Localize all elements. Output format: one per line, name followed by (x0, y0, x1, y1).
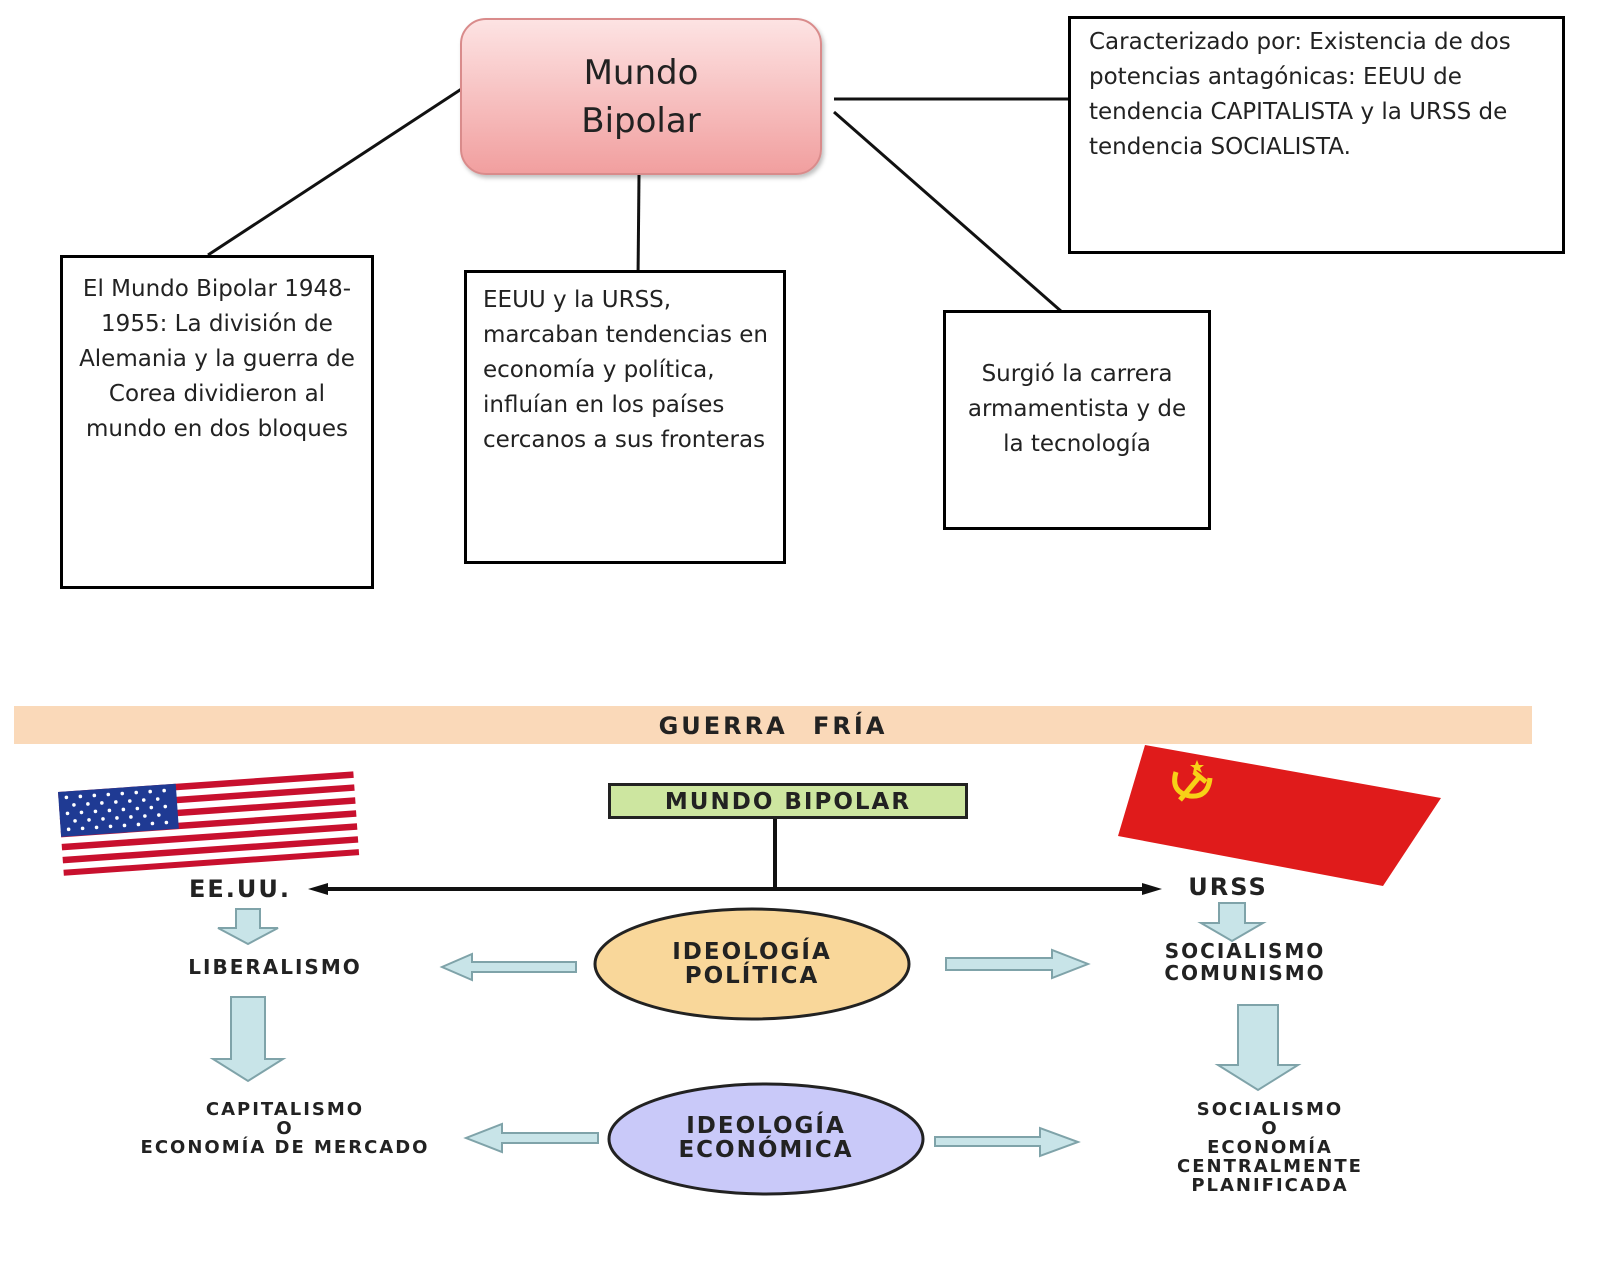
arms-race-text: Surgió la carrera armamentista y de la t… (967, 361, 1187, 457)
ussr-label: URSS (1188, 873, 1268, 901)
comunismo-line: COMUNISMO (1164, 961, 1326, 985)
arrow-economic-to-left (463, 1122, 599, 1154)
hammer-sickle-icon (1172, 770, 1213, 802)
ideologia-politica-text: IDEOLOGÍA POLÍTICA (672, 939, 832, 989)
arrow-political-to-right (945, 948, 1091, 980)
arrow-political-to-left (439, 952, 577, 982)
ussr-flag-icon (1118, 745, 1441, 886)
arrow-right-head-ussr (1142, 883, 1162, 895)
ideologia-politica-ellipse (593, 907, 911, 1021)
ideologia-economica-text: IDEOLOGÍA ECONÓMICA (678, 1113, 854, 1163)
arrow-economic-to-right (934, 1126, 1081, 1158)
centralmente-line: CENTRALMENTE (1177, 1156, 1363, 1177)
characterized-box: Caracterizado por: Existencia de dos pot… (1068, 16, 1565, 254)
arms-race-box: Surgió la carrera armamentista y de la t… (943, 310, 1211, 530)
capitalismo-line: CAPITALISMO (205, 1099, 365, 1120)
socialismo-line: SOCIALISMO (1164, 939, 1326, 963)
usa-flag-canton (58, 783, 179, 837)
socialismo-econ-line: SOCIALISMO (1196, 1099, 1344, 1120)
economia-mercado-line: ECONOMÍA DE MERCADO (140, 1137, 430, 1158)
ideologia-politica-label: IDEOLOGÍA POLÍTICA (612, 940, 892, 988)
connector-root-to-1948-box (207, 86, 464, 257)
economia-line: ECONOMÍA (1207, 1137, 1333, 1158)
mundo-bipolar-root-node: Mundo Bipolar (460, 18, 822, 175)
planificada-line: PLANIFICADA (1191, 1175, 1349, 1196)
connector-root-to-influence-box (636, 174, 641, 281)
bipolar-connector (318, 819, 1150, 891)
arrow-comunismo-to-economia (1214, 1004, 1302, 1092)
arrow-ussr-to-socialismo (1197, 902, 1267, 943)
mundo-bipolar-center-box: MUNDO BIPOLAR (608, 783, 968, 819)
connector-root-to-race-box (833, 110, 1063, 314)
ussr-flag-field (1118, 745, 1441, 886)
usa-label: EE.UU. (189, 875, 291, 903)
liberalismo-label: LIBERALISMO (188, 955, 362, 979)
socialismo-o-line: O (1261, 1118, 1279, 1139)
ideologia-economica-label: IDEOLOGÍA ECONÓMICA (626, 1114, 906, 1162)
socialismo-economia-label: SOCIALISMO O ECONOMÍA CENTRALMENTE PLANI… (1130, 1100, 1410, 1195)
socialismo-comunismo-label: SOCIALISMO COMUNISMO (1130, 940, 1360, 984)
influence-text: EEUU y la URSS, marcaban tendencias en e… (483, 287, 768, 453)
root-label: Mundo Bipolar (581, 52, 701, 141)
bipolar-1948-box: El Mundo Bipolar 1948-1955: La división … (60, 255, 374, 589)
influence-box: EEUU y la URSS, marcaban tendencias en e… (464, 270, 786, 564)
arrow-liberalismo-to-capitalismo (209, 996, 287, 1083)
banner-title: GUERRA FRÍA (658, 712, 888, 740)
ussr-flag-star (1190, 760, 1204, 773)
center-box-label: MUNDO BIPOLAR (664, 789, 912, 815)
usa-flag-icon (58, 771, 360, 876)
capitalismo-label: CAPITALISMO O ECONOMÍA DE MERCADO (92, 1100, 478, 1157)
arrow-usa-to-liberalismo (217, 908, 279, 946)
block-arrows (209, 902, 1302, 1158)
bipolar-1948-text: El Mundo Bipolar 1948-1955: La división … (79, 276, 355, 442)
characterized-text: Caracterizado por: Existencia de dos pot… (1089, 29, 1511, 160)
arrow-left-head-usa (308, 883, 328, 895)
guerra-fria-banner: GUERRA FRÍA (14, 706, 1532, 744)
usa-flag-stars (64, 788, 169, 832)
top-connectors (207, 86, 1068, 314)
capitalismo-o-line: O (276, 1118, 294, 1139)
ideologia-economica-ellipse (607, 1082, 925, 1196)
